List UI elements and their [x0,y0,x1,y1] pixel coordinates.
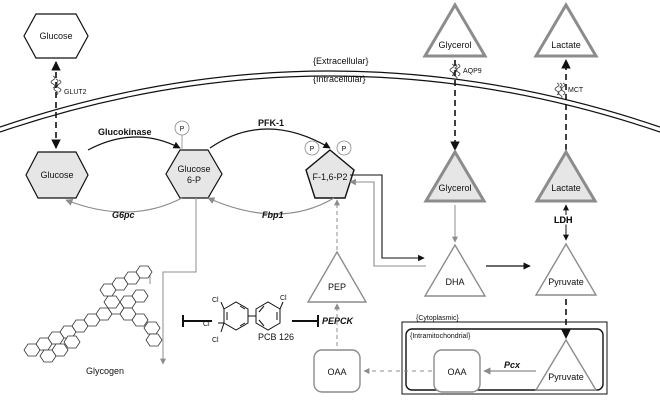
oaa-cyto-node [313,349,361,393]
pyruvate-cyto-node [534,242,598,296]
pcx-label: Pcx [504,360,521,370]
pfk1-label: PFK-1 [258,118,284,128]
glycogen-structure [23,265,163,363]
lactate-int-node [534,149,598,203]
glucokinase-label: Glucokinase [98,127,152,137]
g6pc-label: G6pc [112,210,135,220]
fbp1-label: Fbp1 [262,210,284,220]
extracellular-label: {Extracellular} [313,56,369,66]
ldh-label: LDH [554,215,573,225]
pyruvate-mito-label: Pyruvate [548,372,584,382]
f16p2-to-dha-arrow [350,174,425,262]
cytoplasmic-box [401,321,608,395]
lactate-int-label: Lactate [551,183,581,193]
glucose6p-label-2: 6-P [187,175,201,185]
mct-transporter [554,82,566,100]
glycerol-ext-label: Glycerol [438,40,471,50]
phosphate-label-right: P [342,146,347,153]
phosphate-label-left: P [310,146,315,153]
aqp9-label: AQP9 [463,68,482,75]
phosphate-icon-left [304,140,320,156]
pepck-label: PEPCK [322,316,355,326]
glycogen-arrow [160,198,197,365]
glucose-int-node [25,151,89,199]
pcb-cl-1: Cl [212,297,219,304]
ldh-label-text: LDH [554,215,573,225]
intramitochondrial-label: {Intramitochondrial} [410,333,471,340]
dha-to-f16p2-arrow [349,178,426,267]
f16p2-node [305,149,355,199]
fbp1-arrow [207,197,335,215]
pep-node [306,250,368,303]
cytoplasmic-label: {Cytoplasmic} [416,315,459,322]
phosphate-icon-right [336,140,352,156]
pfk1-arrow [209,128,331,149]
phosphate-label: P [180,126,185,133]
glucose-ext-label: Glucose [39,31,72,41]
pyruvate-cyto-label: Pyruvate [548,277,584,287]
oaa-mito-label: OAA [447,367,466,377]
pcb-cl-4: Cl [280,295,287,302]
oaa-mito-node [433,349,481,393]
mct-label: MCT [568,87,584,94]
pcb-cl-3: Cl [212,337,219,344]
glut2-label: GLUT2 [64,89,87,96]
pcb126-structure [218,301,284,333]
glycerol-ext-node [422,2,488,58]
intramitochondrial-box [405,328,604,391]
pep-label: PEP [328,282,346,292]
glucose-int-label: Glucose [40,170,73,180]
glucose6p-label-1: Glucose [177,164,210,174]
lactate-ext-label: Lactate [551,40,581,50]
lactate-ext-node [533,2,599,58]
pyruvate-mito-node [534,338,598,391]
g6pc-arrow [65,197,183,213]
pcb126-label: PCB 126 [258,332,294,342]
pcb-cl-2: Cl [203,321,210,328]
dha-label: DHA [445,277,464,287]
dha-node [423,243,487,297]
glucokinase-arrow [87,136,181,151]
f16p2-label: F-1,6-P2 [312,172,347,182]
intracellular-label: {Intracellular} [313,74,366,84]
glucose-ext-node [23,13,89,59]
glycerol-int-node [423,149,487,203]
glucose6p-node [165,149,223,199]
glycerol-int-label: Glycerol [438,183,471,193]
oaa-cyto-label: OAA [327,367,346,377]
glycogen-label: Glycogen [86,366,124,376]
